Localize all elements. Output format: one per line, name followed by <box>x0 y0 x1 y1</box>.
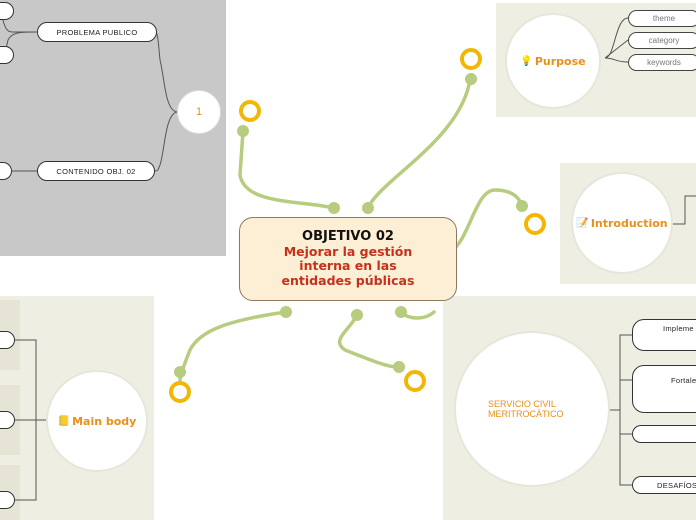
left-edge-node-1[interactable] <box>0 2 14 20</box>
notebook-icon: 📒 <box>57 415 71 427</box>
topleft-branch-lines <box>154 31 179 172</box>
mainbody-child-3[interactable] <box>0 491 15 509</box>
connector-dot <box>362 202 374 214</box>
connector-dot <box>393 361 405 373</box>
ring-bottom <box>404 370 426 392</box>
node-number-1[interactable]: 1 <box>177 90 221 134</box>
introduction-branch-lines <box>672 195 696 225</box>
central-line3: interna en las <box>299 258 397 274</box>
mainbody-node[interactable]: 📒 Main body <box>46 370 148 472</box>
pill-problema-publico[interactable]: PROBLEMA PUBLICO <box>37 22 157 42</box>
introduction-label: Introduction <box>590 216 668 230</box>
mainbody-label: Main body <box>72 414 137 428</box>
node-number-label: 1 <box>195 106 203 118</box>
connector-dot <box>465 73 477 85</box>
ring-mainbody <box>169 381 191 403</box>
lightbulb-icon: 💡 <box>520 55 533 67</box>
purpose-label: Purpose <box>534 54 586 68</box>
purpose-branch-lines <box>604 17 629 63</box>
mainbody-child-1[interactable] <box>0 331 15 349</box>
memo-icon: 📝 <box>576 217 589 229</box>
servicio-branch-lines <box>610 334 632 486</box>
servicio-branch4-label: DESAFÍOS <box>657 480 696 490</box>
central-topic[interactable]: OBJETIVO 02 Mejorar la gestión interna e… <box>239 217 457 301</box>
servicio-branch-desafios[interactable]: DESAFÍOS <box>632 476 696 494</box>
connector-dot <box>328 202 340 214</box>
purpose-node[interactable]: 💡 Purpose <box>505 13 601 109</box>
mainbody-branch-lines <box>15 339 46 501</box>
mainbody-child-2[interactable] <box>0 411 15 429</box>
servicio-branch1-label: Impleme <box>663 324 694 333</box>
servicio-branch-implementar[interactable]: Impleme <box>632 319 696 351</box>
connector-purpose <box>366 78 472 210</box>
connector-topleft <box>238 129 336 210</box>
ring-purpose <box>460 48 482 70</box>
connector-dot <box>351 309 363 321</box>
connector-introduction <box>448 188 524 254</box>
central-title: OBJETIVO 02 <box>302 228 394 244</box>
left-edge-node-2[interactable] <box>0 46 14 64</box>
connector-dot <box>237 125 249 137</box>
servicio-node[interactable]: SERVICIO CIVIL MERITROCÁTICO <box>454 331 610 487</box>
servicio-label-line1: SERVICIO CIVIL <box>488 399 556 409</box>
connector-dot <box>395 306 407 318</box>
servicio-branch2-label: Fortale <box>671 376 696 385</box>
keyword-category[interactable]: category <box>628 32 696 49</box>
pill-contenido-obj[interactable]: CONTENIDO OBJ. 02 <box>37 161 155 181</box>
connector-dot <box>174 366 186 378</box>
keyword-theme[interactable]: theme <box>628 10 696 27</box>
connector-dot <box>280 306 292 318</box>
ring-introduction <box>524 213 546 235</box>
servicio-branch-empty[interactable] <box>632 425 696 443</box>
connector-mainbody <box>178 310 288 382</box>
connector-bottom <box>337 313 401 369</box>
topleft-left-lines <box>0 11 38 172</box>
central-line2: Mejorar la gestión <box>283 243 413 259</box>
introduction-node[interactable]: 📝 Introduction <box>571 172 673 274</box>
keyword-keywords[interactable]: keywords <box>628 54 696 71</box>
servicio-branch-fortalecer[interactable]: Fortale <box>632 365 696 413</box>
ring-topleft <box>239 100 261 122</box>
servicio-label-line2: MERITROCÁTICO <box>488 409 564 419</box>
central-line4: entidades públicas <box>281 272 415 288</box>
connector-dot <box>516 200 528 212</box>
